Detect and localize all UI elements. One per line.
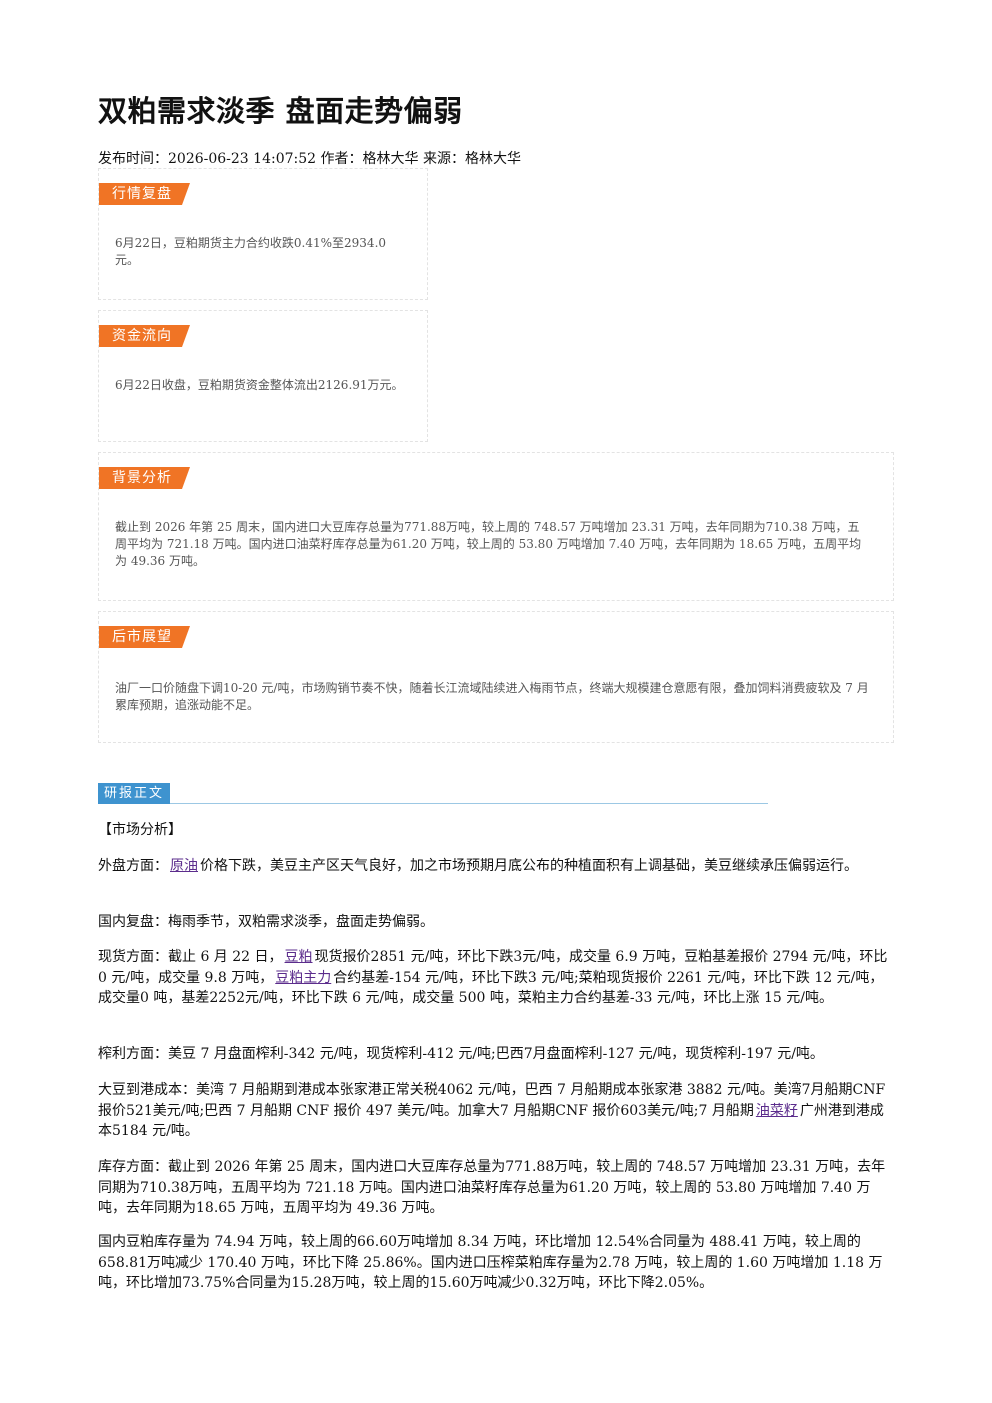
paragraph-crush-margin: 榨利方面：美豆 7 月盘面榨利-342 元/吨，现货榨利-412 元/吨;巴西7… [98,1046,824,1062]
report-header: 研报正文 [98,782,768,804]
box-text: 6月22日，豆粕期货主力合约收跌0.41%至2934.0元。 [115,236,387,267]
summary-box-background: 背景分析 截止到 2026 年第 25 周末，国内进口大豆库存总量为771.88… [98,452,894,601]
link-soybean-meal-main[interactable]: 豆粕主力 [275,969,332,986]
paragraph-domestic: 国内复盘：梅雨季节，双粕需求淡季，盘面走势偏弱。 [98,914,434,930]
section-title: 【市场分析】 [98,822,182,838]
paragraph-import-cost: 大豆到港成本：美湾 7 月船期到港成本张家港正常关税4062 元/吨，巴西 7 … [98,1082,886,1139]
summary-box-outlook: 后市展望 油厂一口价随盘下调10-20 元/吨，市场购销节奏不快，随着长江流域陆… [98,611,894,743]
box-text: 截止到 2026 年第 25 周末，国内进口大豆库存总量为771.88万吨，较上… [115,520,862,568]
paragraph-inventory: 库存方面：截止到 2026 年第 25 周末，国内进口大豆库存总量为771.88… [98,1159,886,1216]
summary-box-capital-flow: 资金流向 6月22日收盘，豆粕期货资金整体流出2126.91万元。 [98,310,428,442]
box-tag: 后市展望 [99,626,190,648]
paragraph-meal-inventory: 国内豆粕库存量为 74.94 万吨，较上周的66.60万吨增加 8.34 万吨，… [98,1234,883,1291]
box-tag: 行情复盘 [99,183,190,205]
article-title: 双粕需求淡季 盘面走势偏弱 [98,94,463,128]
link-soybean-meal[interactable]: 豆粕 [284,949,313,965]
box-text: 油厂一口价随盘下调10-20 元/吨，市场购销节奏不快，随着长江流域陆续进入梅雨… [115,681,869,712]
box-text: 6月22日收盘，豆粕期货资金整体流出2126.91万元。 [115,378,404,392]
paragraph-spot: 现货方面：截止 6 月 22 日，豆粕现货报价2851 元/吨，环比下跌3元/吨… [98,949,888,1006]
box-tag: 资金流向 [99,325,190,347]
box-tag: 背景分析 [99,467,190,489]
link-rapeseed[interactable]: 油菜籽 [755,1102,798,1119]
link-crude-oil[interactable]: 原油 [170,858,198,874]
paragraph-overseas: 外盘方面：原油价格下跌，美豆主产区天气良好，加之市场预期月底公布的种植面积有上调… [98,858,858,874]
report-header-tag: 研报正文 [98,783,171,804]
summary-box-market-review: 行情复盘 6月22日，豆粕期货主力合约收跌0.41%至2934.0元。 [98,168,428,300]
article-meta: 发布时间：2026-06-23 14:07:52 作者：格林大华 来源：格林大华 [98,151,521,167]
